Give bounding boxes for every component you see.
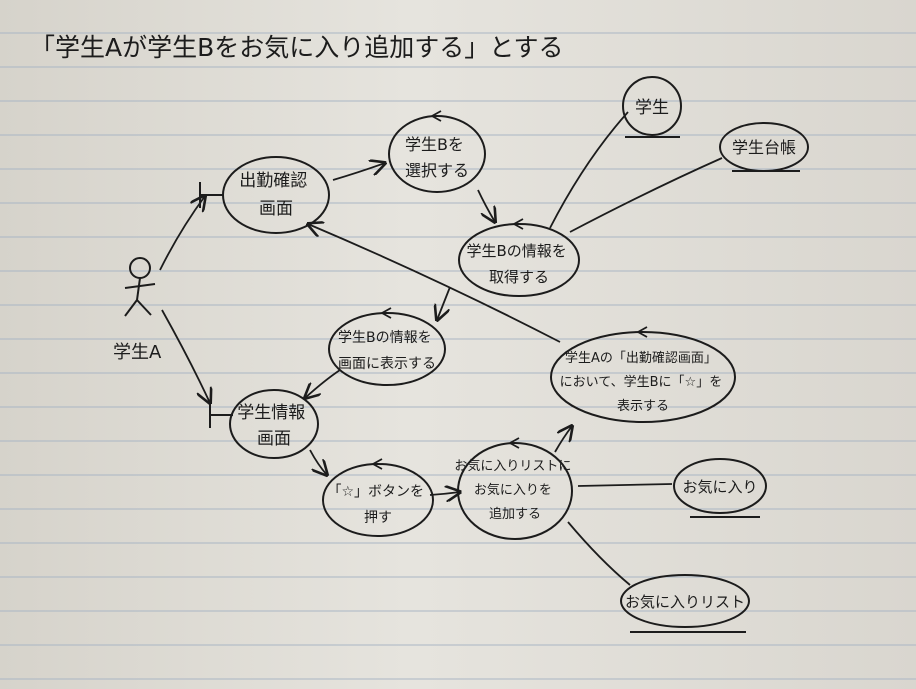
svg-text:お気に入りリストに お気に入りを 追: お気に入りリストに お気に入りを 追加する bbox=[454, 458, 575, 522]
diagram-title: 「学生Aが学生Bをお気に入り追加する」とする bbox=[30, 33, 564, 62]
boundary-attendance-line1: 出勤確認 bbox=[239, 171, 307, 191]
svg-text:学生情報 画面: 学生情報 画面 bbox=[237, 403, 310, 449]
svg-text:学生Bの情報を 取得する: 学生Bの情報を 取得する bbox=[466, 242, 571, 286]
control-select-line2: 選択する bbox=[405, 161, 469, 180]
boundary-student-info-screen: 学生情報 画面 bbox=[209, 389, 319, 459]
control-show-info-line2: 画面に表示する bbox=[338, 356, 436, 372]
control-add-fav-line1: お気に入りリストに bbox=[454, 458, 571, 474]
entity-favorite: お気に入り bbox=[673, 458, 767, 518]
svg-text:学生Bの情報を 画面に表示する: 学生Bの情報を 画面に表示する bbox=[338, 330, 436, 372]
actor-label: 学生A bbox=[113, 342, 162, 363]
boundary-student-info-line1: 学生情報 bbox=[237, 403, 305, 423]
svg-text:「☆」ボタンを 押す: 「☆」ボタンを 押す bbox=[327, 484, 428, 526]
svg-text:学生Aの「出勤確認画面」 において、学生Bに「☆: 学生Aの「出勤確認画面」 において、学生Bに「☆」を 表示する bbox=[560, 350, 727, 414]
svg-text:出勤確認 画面: 出勤確認 画面 bbox=[239, 171, 312, 219]
entity-student: 学生 bbox=[622, 76, 682, 138]
boundary-attendance-line2: 画面 bbox=[259, 199, 293, 219]
entity-favorite-label: お気に入り bbox=[682, 478, 757, 496]
entity-register-label: 学生台帳 bbox=[732, 138, 796, 157]
control-get-info-line2: 取得する bbox=[489, 268, 549, 286]
control-press-star-line2: 押す bbox=[364, 510, 392, 526]
control-add-fav-line3: 追加する bbox=[489, 506, 541, 522]
control-add-to-favorites-list: お気に入りリストに お気に入りを 追加する bbox=[454, 437, 575, 540]
entity-favorites-list-label: お気に入りリスト bbox=[625, 593, 745, 611]
control-get-info-line1: 学生Bの情報を bbox=[466, 242, 566, 260]
control-press-star-line1: 「☆」ボタンを bbox=[327, 484, 424, 500]
control-get-student-b-info: 学生Bの情報を 取得する bbox=[458, 218, 580, 297]
svg-text:学生Bを 選択する: 学生Bを 選択する bbox=[405, 135, 469, 180]
entity-student-register: 学生台帳 bbox=[719, 122, 809, 172]
control-show-star-line3: 表示する bbox=[617, 399, 669, 414]
entity-favorites-list: お気に入りリスト bbox=[620, 574, 750, 633]
entity-student-label: 学生 bbox=[635, 98, 669, 118]
actor-figure bbox=[124, 257, 156, 317]
control-show-b-info-on-screen: 学生Bの情報を 画面に表示する bbox=[328, 307, 446, 386]
control-press-star-button: 「☆」ボタンを 押す bbox=[322, 458, 434, 537]
control-show-info-line1: 学生Bの情報を bbox=[338, 330, 432, 346]
control-show-star-line1: 学生Aの「出勤確認画面」 bbox=[565, 350, 717, 366]
control-show-star-line2: において、学生Bに「☆」を bbox=[560, 374, 723, 390]
control-select-student-b: 学生Bを 選択する bbox=[388, 110, 486, 193]
control-add-fav-line2: お気に入りを bbox=[474, 482, 552, 498]
boundary-student-info-line2: 画面 bbox=[257, 429, 291, 449]
control-select-line1: 学生Bを bbox=[405, 135, 464, 154]
boundary-attendance-screen: 出勤確認 画面 bbox=[199, 156, 330, 234]
control-show-star-for-b: 学生Aの「出勤確認画面」 において、学生Bに「☆」を 表示する bbox=[550, 326, 736, 423]
